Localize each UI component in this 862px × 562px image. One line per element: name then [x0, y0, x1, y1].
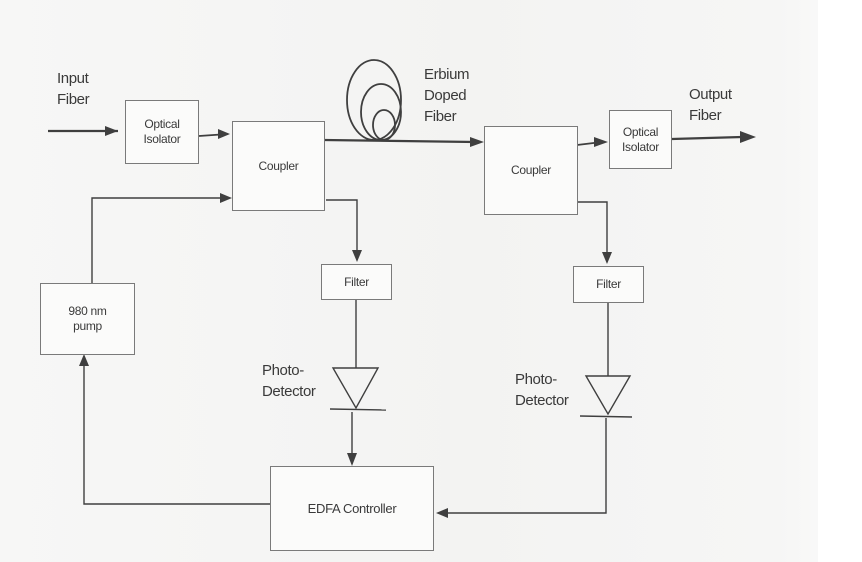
photodiode-icon: [579, 375, 633, 418]
arrow-head-icon: [602, 252, 612, 264]
optical-isolator-output-label: Optical Isolator: [622, 124, 659, 154]
pump-980nm: 980 nm pump: [40, 283, 135, 355]
pump-label: 980 nm pump: [68, 304, 107, 333]
coupler-left: Coupler: [232, 121, 325, 211]
arrow-head-icon: [352, 250, 362, 262]
fiber-coil-icon: [346, 59, 402, 141]
page-edge: [818, 0, 862, 562]
right-tap-line: [578, 201, 608, 256]
arrow-head-icon: [347, 453, 357, 466]
controller-to-pump-line: [83, 360, 270, 505]
input-fiber-label: Input Fiber: [57, 70, 90, 108]
filter-left-label: Filter: [344, 274, 369, 289]
arrow-head-icon: [594, 137, 608, 147]
erbium-doped-fiber-label: Erbium Doped Fiber: [424, 66, 470, 125]
pump-to-coupler-line: [91, 197, 226, 283]
filter-left: Filter: [321, 264, 392, 300]
left-tap-line: [326, 199, 358, 254]
optical-isolator-output: Optical Isolator: [609, 110, 672, 169]
arrow-head-icon: [470, 137, 484, 147]
output-fiber-label: Output Fiber: [689, 86, 732, 124]
edfa-controller: EDFA Controller: [270, 466, 434, 551]
coupler-left-label: Coupler: [258, 158, 299, 173]
photodiode-icon: [329, 367, 387, 411]
output-fiber-line: [671, 135, 743, 141]
arrow-head-icon: [218, 129, 230, 139]
edfa-controller-label: EDFA Controller: [307, 501, 397, 516]
photodetector-left-label: Photo- Detector: [262, 362, 316, 400]
filter-right: Filter: [573, 266, 644, 303]
arrow-head-icon: [220, 193, 232, 203]
arrow-head-icon: [105, 126, 118, 136]
arrow-head-icon: [436, 508, 448, 518]
photodetector-right-label: Photo- Detector: [515, 371, 569, 409]
optical-isolator-input-label: Optical Isolator: [143, 117, 181, 146]
arrow-head-icon: [740, 131, 756, 143]
arrow-head-icon: [79, 354, 89, 366]
filter-right-label: Filter: [596, 277, 621, 291]
right-detector-to-controller-line: [442, 418, 607, 514]
coupler-right-label: Coupler: [511, 163, 551, 177]
erbium-fiber-line: [323, 138, 476, 144]
optical-isolator-input: Optical Isolator: [125, 100, 199, 164]
coupler-right: Coupler: [484, 126, 578, 215]
